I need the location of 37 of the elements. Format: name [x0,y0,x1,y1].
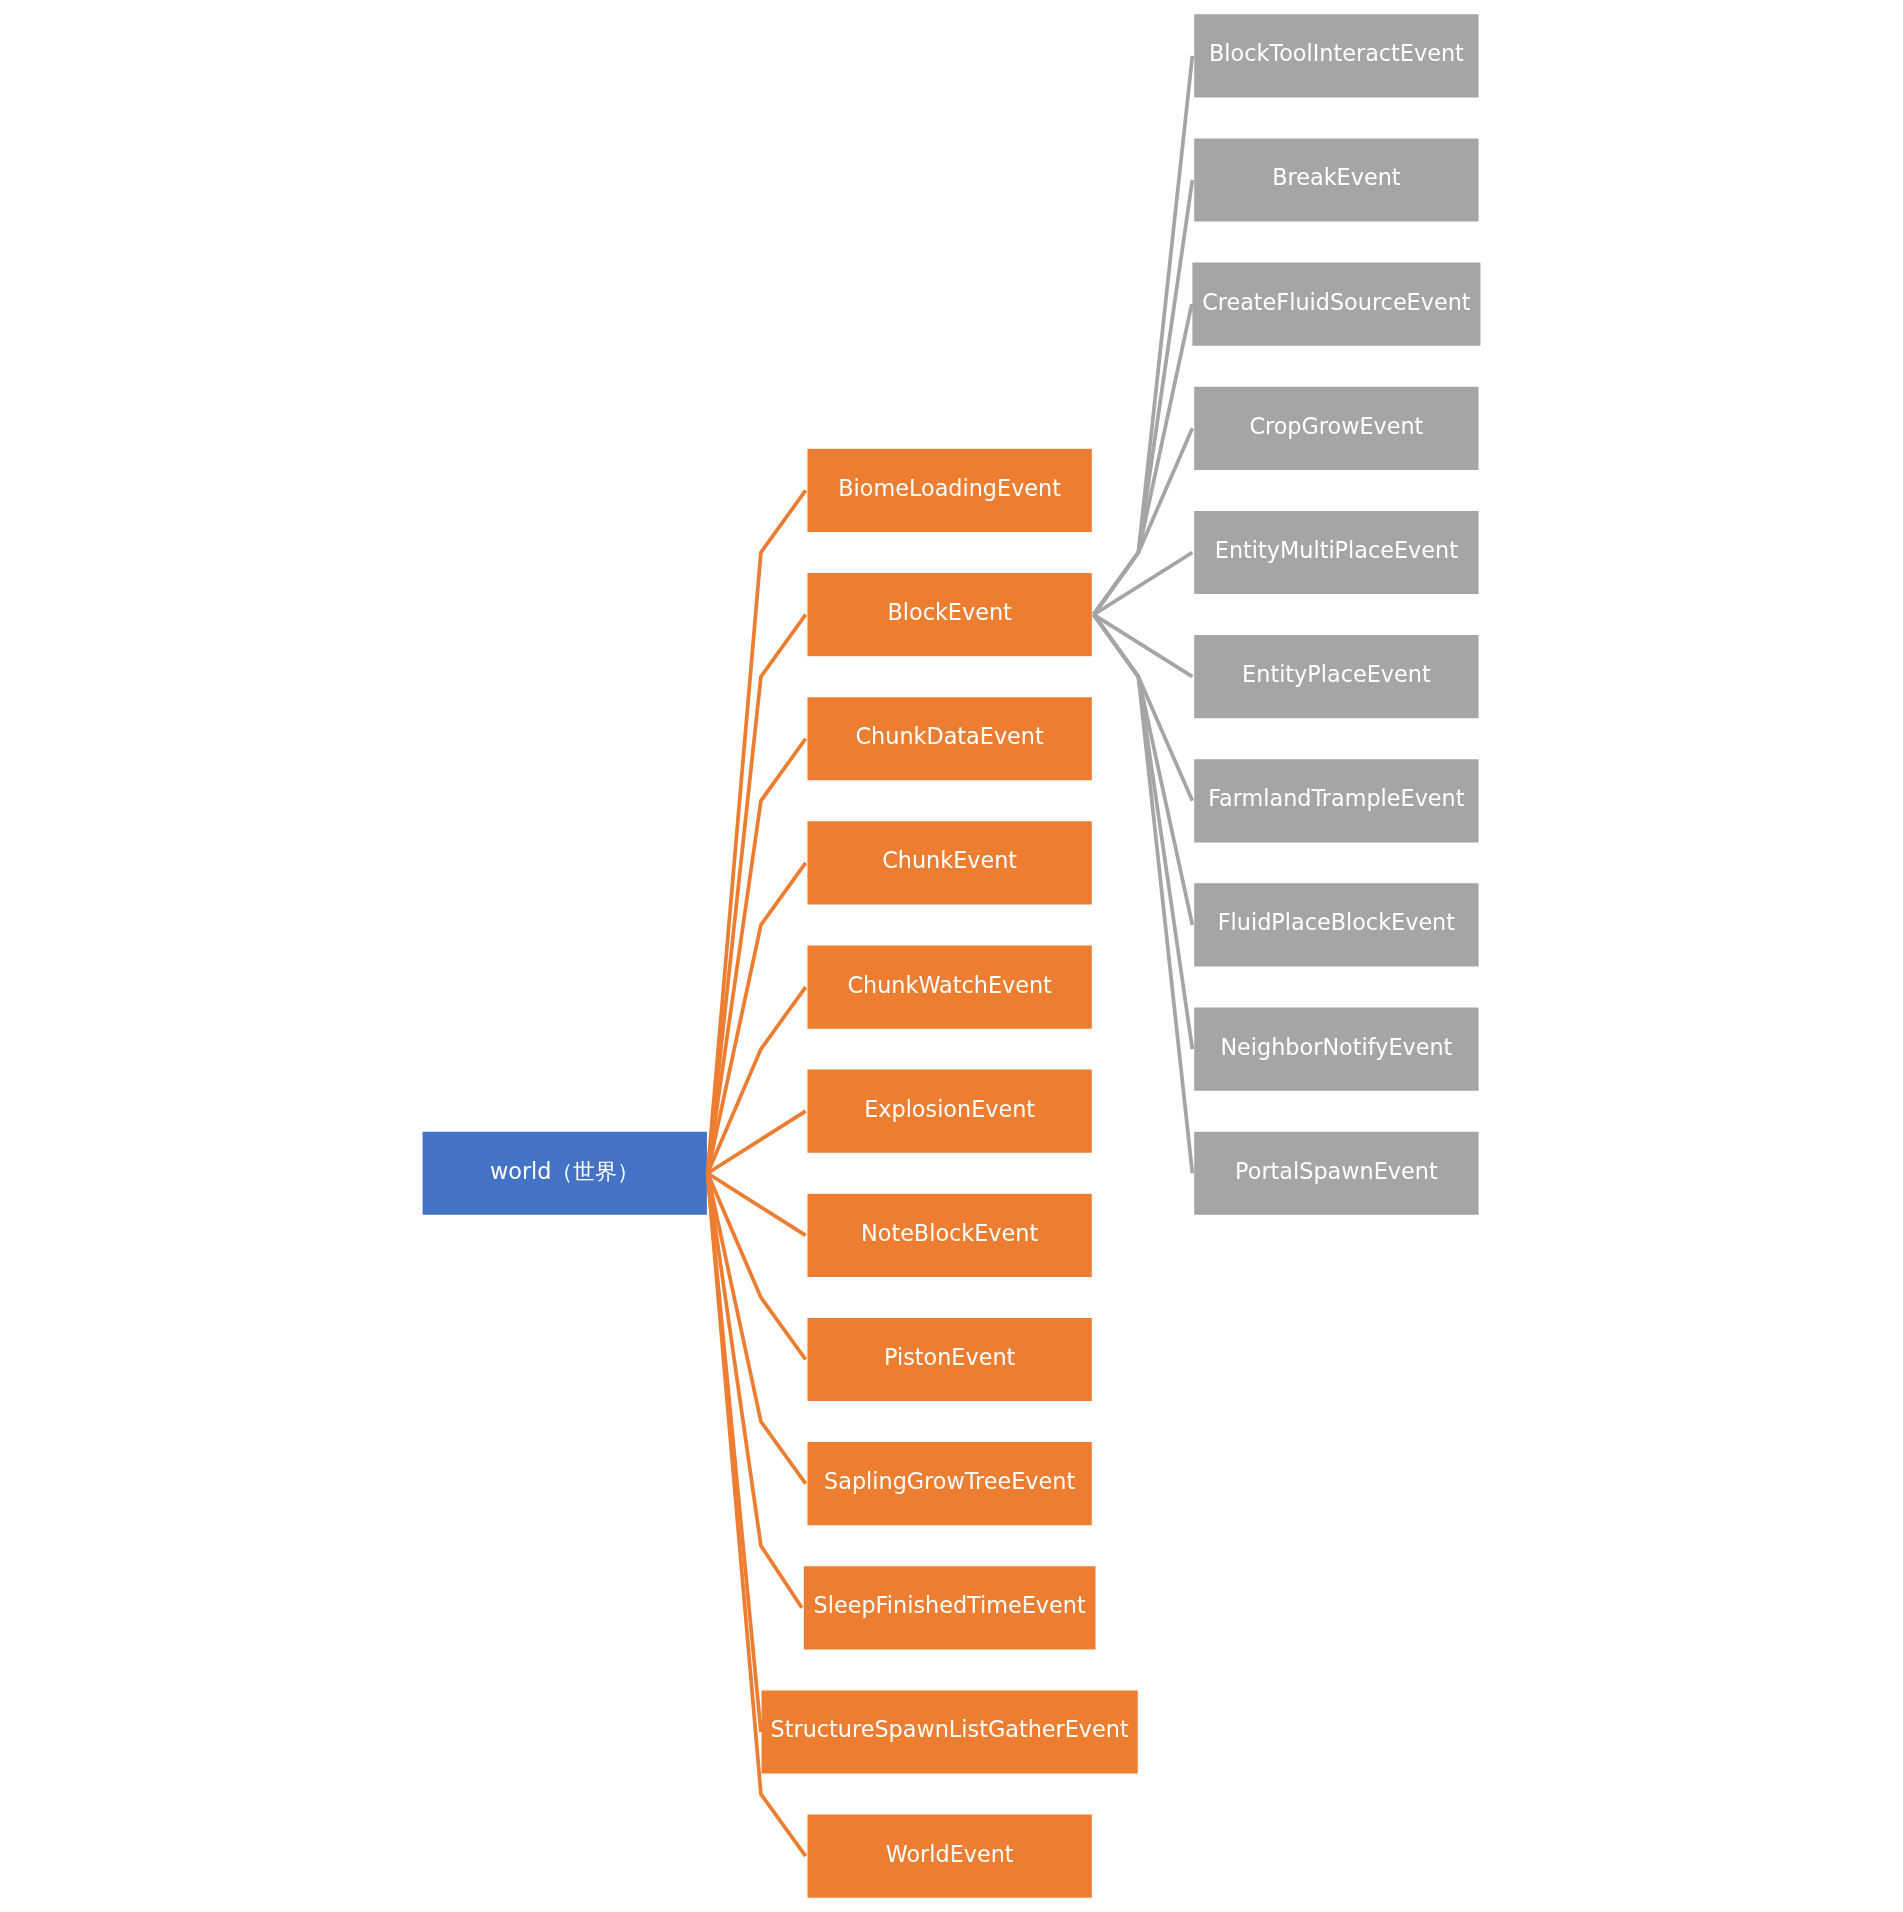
node-box: EntityMultiPlaceEvent [1193,509,1480,596]
node-box: BlockEvent [806,571,1094,658]
node-box: SleepFinishedTimeEvent [802,1565,1097,1651]
connector [1092,427,1195,616]
node-box: world（世界） [421,1130,709,1217]
connector [705,489,808,1174]
node-box: NeighborNotifyEvent [1193,1006,1480,1092]
connector [705,1172,808,1485]
node-box: ChunkWatchEvent [806,944,1094,1030]
node-box: CropGrowEvent [1193,385,1480,472]
connector [705,737,808,1174]
connector [1092,613,1195,802]
node-box: PistonEvent [806,1316,1094,1403]
node-box: PortalSpawnEvent [1193,1130,1480,1217]
node-box: ChunkDataEvent [806,695,1094,782]
node-box: NoteBlockEvent [806,1192,1094,1279]
connector [705,1173,808,1858]
connector [705,861,808,1174]
connector [1092,303,1194,616]
connector [1092,179,1195,616]
node-box: SaplingGrowTreeEvent [806,1440,1094,1527]
node-box: FluidPlaceBlockEvent [1193,882,1480,968]
node-box: EntityPlaceEvent [1193,633,1480,720]
node-box: WorldEvent [806,1813,1094,1899]
connector [1092,613,1195,1174]
node-box: ChunkEvent [806,820,1094,906]
node-box: FarmlandTrampleEvent [1193,757,1480,844]
connector [1092,55,1195,616]
node-box: BlockToolInteractEvent [1193,13,1480,99]
connector [705,613,808,1174]
node-box: BiomeLoadingEvent [806,447,1094,534]
connector [1092,613,1195,926]
node-box: BreakEvent [1193,137,1480,223]
connector [1092,613,1195,1050]
node-box: CreateFluidSourceEvent [1191,261,1482,347]
node-box: ExplosionEvent [806,1068,1094,1155]
node-box: StructureSpawnListGatherEvent [760,1689,1139,1775]
